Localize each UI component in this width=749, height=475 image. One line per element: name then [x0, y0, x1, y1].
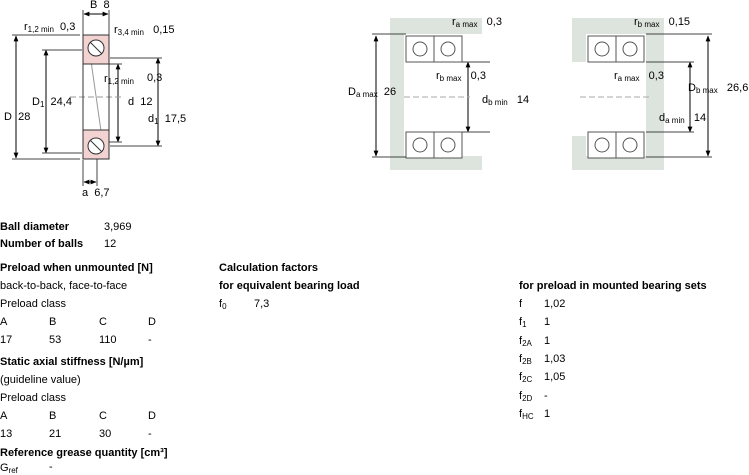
stiffness-value-A: 13 [0, 428, 13, 440]
stiffness-class-C: C [99, 410, 107, 422]
label-ra-max: ra max 0,3 [452, 16, 502, 29]
stiffness-note: (guideline value) [0, 374, 81, 386]
label-r12-mid: r1,2 min [104, 73, 134, 86]
label-r34: r3,4 min 0,15 [114, 24, 175, 37]
stiffness-class-B: B [49, 410, 57, 422]
preload-class-B: B [49, 316, 57, 328]
stiffness-value-D: - [148, 428, 152, 440]
preload-value-C: 110 [99, 334, 117, 346]
label-a: a 6,7 [82, 187, 110, 199]
label-r12-top: r1,2 min 0,3 [24, 21, 76, 34]
stiffness-value-B: 21 [49, 428, 62, 440]
label-d: d 12 [128, 96, 153, 108]
stiffness-value-C: 30 [99, 428, 112, 440]
label-D1: D1 24,4 [32, 96, 72, 109]
grease-label: Gref [0, 462, 18, 475]
mounted-factor-label: f2C [519, 371, 533, 385]
calc-heading: Calculation factors [219, 262, 319, 274]
mounted-factor-value: 1,05 [544, 371, 566, 384]
calc-sub-heading: for equivalent bearing load [219, 280, 360, 292]
ball-number-label: Number of balls [0, 238, 84, 250]
preload-class-C: C [99, 316, 107, 328]
mounted-factor-label: f2D [519, 389, 533, 403]
label-r12-mid-value: 0,3 [147, 72, 163, 84]
grease-heading: Reference grease quantity [cm³] [0, 447, 168, 459]
mounted-factor-value: 1 [544, 316, 551, 329]
label-ra-max-right: ra max 0,3 [614, 70, 664, 83]
abutment-drawing-da-max [372, 18, 490, 170]
mounted-factor-label: f2B [519, 352, 532, 366]
preload-class-A: A [0, 316, 8, 328]
mounted-factor-value: 1 [544, 334, 551, 347]
ball-diameter-value: 3,969 [104, 221, 132, 233]
mounted-factor-label: f [519, 298, 523, 310]
label-db-min: db min 14 [482, 94, 530, 107]
label-D: D 28 [4, 111, 31, 123]
label-B: B 8 [90, 0, 110, 11]
ball-diameter-label: Ball diameter [0, 221, 70, 233]
label-d1: d1 17,5 [148, 113, 187, 126]
label-rb-max: rb max 0,3 [436, 70, 486, 83]
preload-value-A: 17 [0, 334, 13, 346]
mounted-factor-label: f1 [519, 316, 527, 330]
label-Da-max: Da max 26 [348, 86, 397, 99]
abutment-drawing-db-max [572, 18, 712, 170]
preload-class-D: D [148, 316, 156, 328]
label-da-min: da min 14 [659, 112, 707, 125]
stiffness-class-label: Preload class [0, 392, 67, 404]
ball-number-value: 12 [104, 238, 117, 250]
grease-value: - [49, 461, 53, 473]
mounted-factor-value: 1,02 [544, 298, 566, 310]
label-Db-max: Db max 26,6 [688, 82, 749, 95]
mounted-factor-value: - [544, 389, 548, 402]
calc-f0-label: f0 [219, 298, 227, 311]
stiffness-class-A: A [0, 410, 8, 422]
preload-class-label: Preload class [0, 298, 67, 310]
calc-f0-value: 7,3 [254, 298, 270, 310]
mounted-factor-value: 1 [544, 407, 551, 420]
mounted-heading: for preload in mounted bearing sets [519, 280, 707, 292]
mounted-factor-label: f2A [519, 334, 532, 348]
label-rb-max-right: rb max 0,15 [634, 16, 691, 29]
stiffness-heading: Static axial stiffness [N/µm] [0, 356, 144, 368]
preload-value-B: 53 [49, 334, 62, 346]
stiffness-class-D: D [148, 410, 156, 422]
mounted-factor-label: fHC [519, 407, 534, 421]
preload-heading: Preload when unmounted [N] [0, 262, 153, 274]
mounted-factor-value: 1,03 [544, 352, 566, 365]
preload-value-D: - [148, 334, 152, 346]
bearing-section-drawing [12, 10, 162, 186]
preload-arrangement: back-to-back, face-to-face [0, 280, 128, 292]
